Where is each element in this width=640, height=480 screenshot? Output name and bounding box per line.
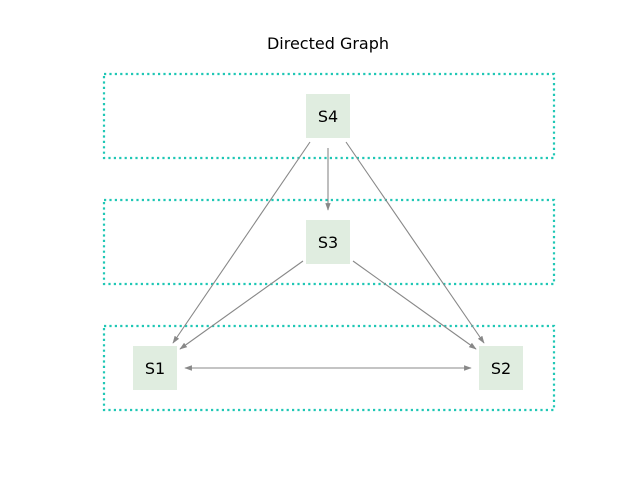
node-s4[interactable]: S4 <box>306 94 350 138</box>
edge-s4-to-s1 <box>172 141 311 344</box>
node-s2[interactable]: S2 <box>479 346 523 390</box>
group-box-level-middle <box>102 198 556 286</box>
group-box-level-bottom <box>102 324 556 412</box>
node-s1[interactable]: S1 <box>133 346 177 390</box>
groups-layer <box>102 72 556 412</box>
edges-layer <box>172 141 485 371</box>
edge-s3-to-s1 <box>179 260 304 350</box>
node-box-s1 <box>133 346 177 390</box>
node-label-s3: S3 <box>318 233 338 252</box>
edge-s3-to-s2 <box>352 260 477 350</box>
group-box-level-top <box>102 72 556 160</box>
node-label-s1: S1 <box>145 359 165 378</box>
node-box-s4 <box>306 94 350 138</box>
node-s3[interactable]: S3 <box>306 220 350 264</box>
node-label-s2: S2 <box>491 359 511 378</box>
edge-s4-to-s2 <box>345 141 485 344</box>
node-box-s2 <box>479 346 523 390</box>
node-label-s4: S4 <box>318 107 338 126</box>
diagram-title: Directed Graph <box>267 34 389 53</box>
node-box-s3 <box>306 220 350 264</box>
